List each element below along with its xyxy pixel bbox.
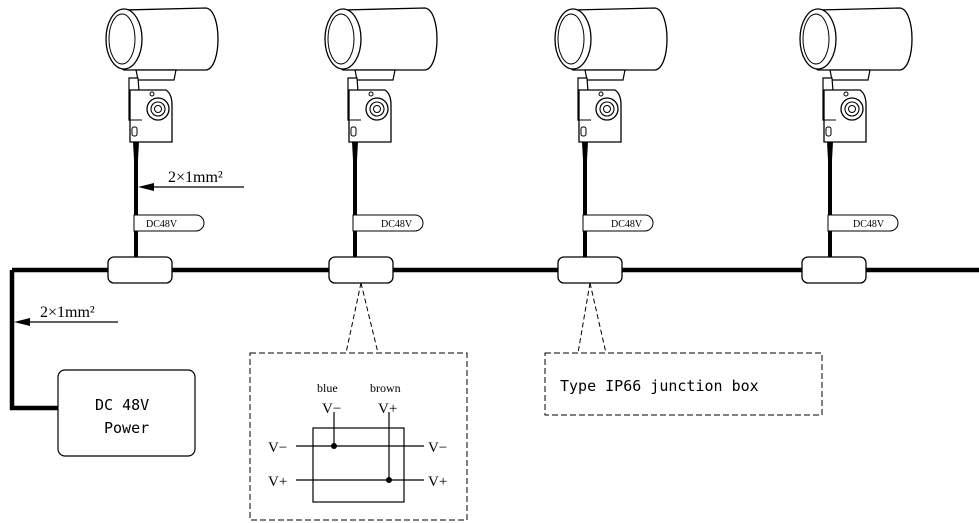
brown-wire-label: brown <box>370 381 401 395</box>
top-positive-label: V+ <box>378 401 397 417</box>
wire-spec-leader-left: 2×1mm² <box>14 304 118 326</box>
right-negative-label: V− <box>428 440 447 456</box>
fixture-1 <box>105 7 219 161</box>
cable-tag-label: DC48V <box>381 219 413 230</box>
cable-tag-label: DC48V <box>146 219 178 230</box>
junction-dot <box>331 443 337 449</box>
junction-detail: blue brown V− V+ V− V+ V− V+ <box>249 282 468 521</box>
blue-wire-label: blue <box>317 381 338 395</box>
cable-tag-2: DC48V <box>352 214 424 232</box>
power-supply-label: Power <box>104 419 149 437</box>
cable-tag-label: DC48V <box>853 219 885 230</box>
right-positive-label: V+ <box>428 474 447 490</box>
junction-box-4 <box>801 256 867 284</box>
drop-cables <box>134 160 832 260</box>
fixture-4 <box>799 7 913 161</box>
left-positive-label: V+ <box>268 474 287 490</box>
left-negative-label: V− <box>268 440 287 456</box>
fixture-3 <box>554 7 668 161</box>
junction-box-1 <box>107 256 173 284</box>
cable-tag-3: DC48V <box>582 214 654 232</box>
power-supply-voltage: DC 48V <box>95 396 149 414</box>
terminal-block <box>312 427 405 503</box>
wire-spec-label-left: 2×1mm² <box>40 304 95 321</box>
junction-box-2 <box>328 256 394 284</box>
wire-spec-leader-top: 2×1mm² <box>138 169 244 191</box>
junction-box-callout-label: Type IP66 junction box <box>560 377 759 395</box>
wire-spec-label-top: 2×1mm² <box>168 169 223 186</box>
cable-tag-4: DC48V <box>827 214 899 232</box>
top-negative-label: V− <box>322 401 341 417</box>
junction-box-3 <box>557 256 623 284</box>
cable-tag-label: DC48V <box>611 219 643 230</box>
junction-box-callout: Type IP66 junction box <box>544 282 823 416</box>
cable-tag-1: DC48V <box>133 214 205 232</box>
junction-dot <box>386 477 392 483</box>
power-supply-box: DC 48V Power <box>57 369 196 457</box>
fixture-2 <box>324 7 438 161</box>
